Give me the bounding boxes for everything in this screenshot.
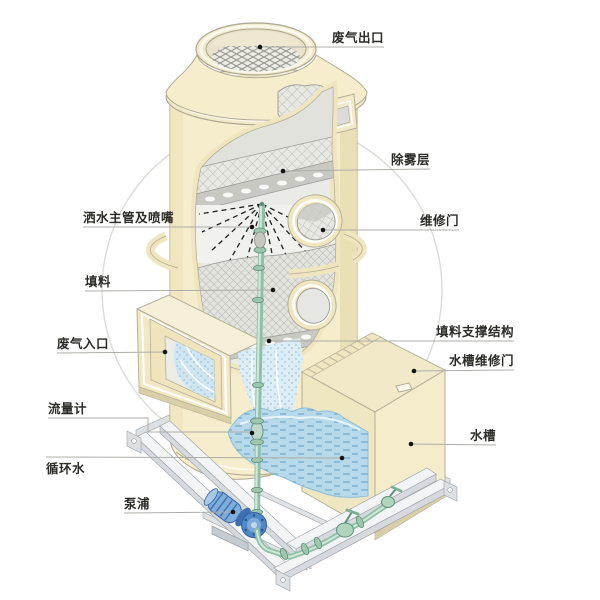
annotation-demister-layer: 除雾层: [280, 152, 431, 174]
annotation-waste-gas-inlet: 废气入口: [56, 336, 168, 355]
tank-hatch: [395, 382, 413, 393]
frame-foot-left: [126, 430, 142, 454]
label-waste-gas-inlet: 废气入口: [57, 336, 109, 351]
label-water-tank-maintenance-door: 水槽维修门: [449, 353, 514, 368]
label-spray-main-pipe: 洒水主管及喷嘴: [83, 210, 174, 225]
annotation-water-tank: 水槽: [408, 428, 497, 447]
pump-assembly: [203, 488, 267, 552]
label-pump: 泵浦: [124, 496, 150, 511]
falling-water: [238, 338, 303, 428]
annotation-pump: 泵浦: [123, 496, 236, 515]
spray-nozzle: [259, 201, 265, 207]
annotation-spray-main-pipe: 洒水主管及喷嘴: [83, 210, 255, 230]
inlet-duct: [135, 294, 264, 425]
annotation-flow-meter: 流量计: [48, 401, 255, 436]
mid-flange-ring-right: [288, 229, 367, 279]
tank-top-edge-grating: [301, 332, 382, 378]
maintenance-door-upper: [287, 194, 343, 248]
annotation-packing: 填料: [84, 274, 276, 293]
label-maintenance-door: 维修门: [420, 213, 459, 228]
label-water-tank: 水槽: [470, 428, 496, 443]
circulating-water-pool: [227, 407, 369, 498]
maintenance-door-lower: [287, 279, 337, 331]
discharge-piping: [254, 485, 403, 561]
label-flow-meter: 流量计: [48, 401, 87, 416]
label-packing: 填料: [85, 274, 111, 289]
label-packing-support-structure: 填料支撑结构: [436, 324, 514, 339]
label-waste-gas-outlet: 废气出口: [332, 30, 384, 45]
annotation-waste-gas-outlet: 废气出口: [257, 30, 384, 50]
frame-foot-right: [443, 480, 458, 502]
annotation-packing-support-structure: 填料支撑结构: [266, 324, 514, 344]
ball-valve: [336, 508, 360, 538]
label-demister-layer: 除雾层: [391, 152, 430, 167]
label-circulating-water: 循环水: [46, 461, 85, 476]
annotation-circulating-water: 循环水: [45, 455, 345, 476]
frame-foot-front: [275, 569, 291, 592]
pipe-union-coupling: [254, 231, 266, 249]
annotation-maintenance-door: 维修门: [320, 213, 459, 233]
end-valve: [381, 485, 403, 508]
annotation-water-tank-maintenance-door: 水槽维修门: [411, 353, 515, 374]
